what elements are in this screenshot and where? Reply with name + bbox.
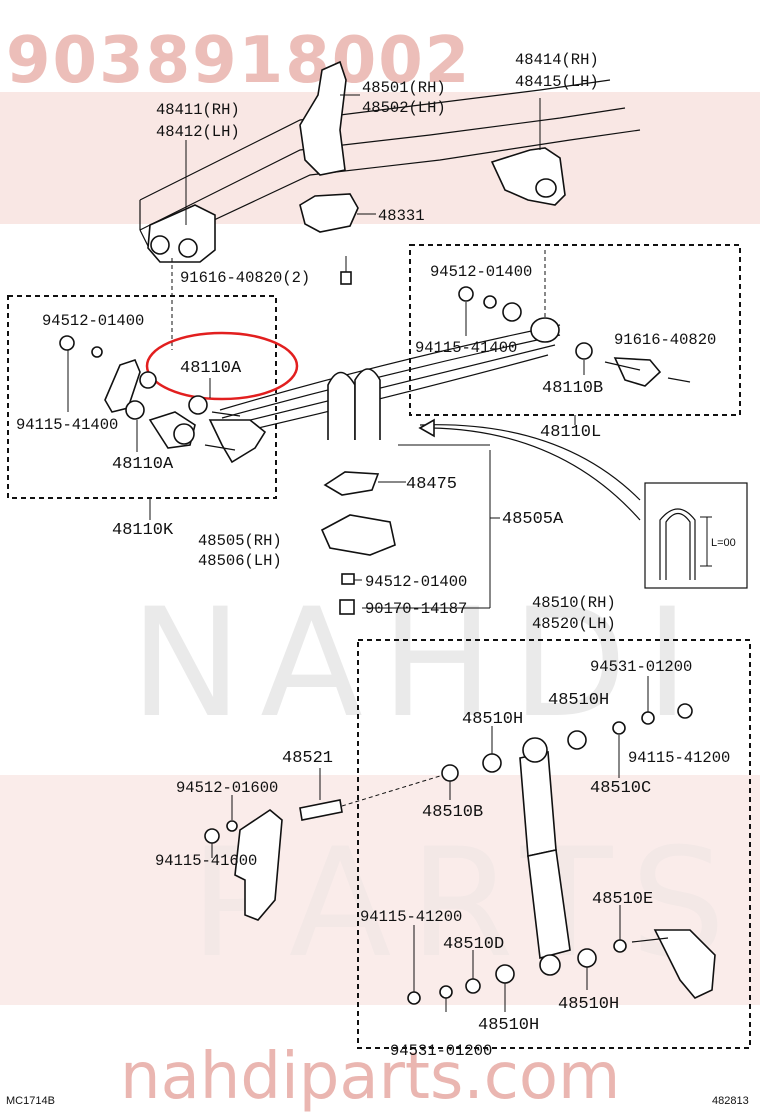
label-48510D: 48510D [443,935,504,954]
label-48506: 48506(LH) [198,552,282,570]
rear-shackle-parts [458,286,691,387]
ubolt-detail-box [644,482,748,589]
spring-pad [323,471,406,496]
highlight-circle [145,331,299,401]
label-48415: 48415(LH) [515,73,599,91]
shackle-kit-rear-box [409,244,741,416]
watermark-band-bottom [0,775,760,1005]
watermark-layer: 9038918002 NAHDI PARTS nahdiparts.com [0,24,760,1112]
watermark-brand: NAHDI [130,577,707,751]
label-94512-small: 94512-01600 [176,779,278,797]
label-48502: 48502(LH) [362,99,446,117]
label-48505: 48505(RH) [198,532,282,550]
bump-stopper [299,193,376,233]
watermark-part-number: 9038918002 [6,24,471,98]
label-91616-rear: 91616-40820 [614,331,716,349]
label-48510: 48510(RH) [532,594,616,612]
label-48510C: 48510C [590,779,651,798]
diagram-code-left: MC1714B [6,1095,55,1107]
watermark-band-top [0,92,760,224]
front-hanger-tower [299,60,360,176]
shackle-kit-front-box [7,295,277,499]
label-94115-shock-top: 94115-41200 [628,749,730,767]
label-48110A: 48110A [112,455,174,474]
label-48412: 48412(LH) [156,123,240,141]
label-94512-rear: 94512-01400 [430,263,532,281]
part-labels: 48414(RH) 48415(LH) 48501(RH) 48502(LH) … [6,51,749,1107]
label-48110L: 48110L [540,423,601,442]
spring-seat [320,444,500,609]
leaf-spring [219,317,561,435]
bracket-bolt [340,271,352,285]
label-48411: 48411(RH) [156,101,240,119]
label-94115-shock-bottom: 94115-41200 [360,908,462,926]
label-48110B: 48110B [542,379,603,398]
label-48110K: 48110K [112,521,174,540]
label-48505A: 48505A [502,510,564,529]
frame-rails [139,79,641,251]
label-48110A-highlighted: 48110A [180,359,242,378]
label-length: L=00 [711,537,736,549]
label-48520: 48520(LH) [532,615,616,633]
front-spring-bracket [147,140,216,263]
label-48414: 48414(RH) [515,51,599,69]
label-48510H-bottom: 48510H [478,1016,539,1035]
detail-arrow [419,424,641,501]
lower-mount-bracket [204,768,441,921]
label-90170: 90170-14187 [365,600,467,618]
label-94531-top: 94531-01200 [590,658,692,676]
label-48501: 48501(RH) [362,79,446,97]
label-48510H-top: 48510H [548,691,609,710]
label-48510H-right: 48510H [558,995,619,1014]
label-94115-small: 94115-41600 [155,852,257,870]
label-91616-2: 91616-40820(2) [180,269,310,287]
label-48475: 48475 [406,475,457,494]
shock-absorber-box [357,639,751,1049]
group-boxes [7,244,751,1049]
label-94115-front: 94115-41400 [16,416,118,434]
seat-nuts [339,573,362,615]
watermark-site: nahdiparts.com [120,1040,620,1112]
label-48510E: 48510E [592,890,653,909]
label-94512-front: 94512-01400 [42,312,144,330]
diagram-code-right: 482813 [712,1095,749,1107]
label-48331: 48331 [378,207,425,225]
label-94512-seat: 94512-01400 [365,573,467,591]
rear-hanger-bracket [490,98,566,206]
shock-absorber [407,676,716,1012]
label-48510H-left: 48510H [462,710,523,729]
label-48521: 48521 [282,749,333,768]
front-shackle-parts [59,335,267,464]
label-94115-rear: 94115-41400 [415,339,517,357]
u-bolt [327,368,381,440]
label-94531-bottom: 94531-01200 [390,1042,492,1060]
label-48510B: 48510B [422,803,483,822]
